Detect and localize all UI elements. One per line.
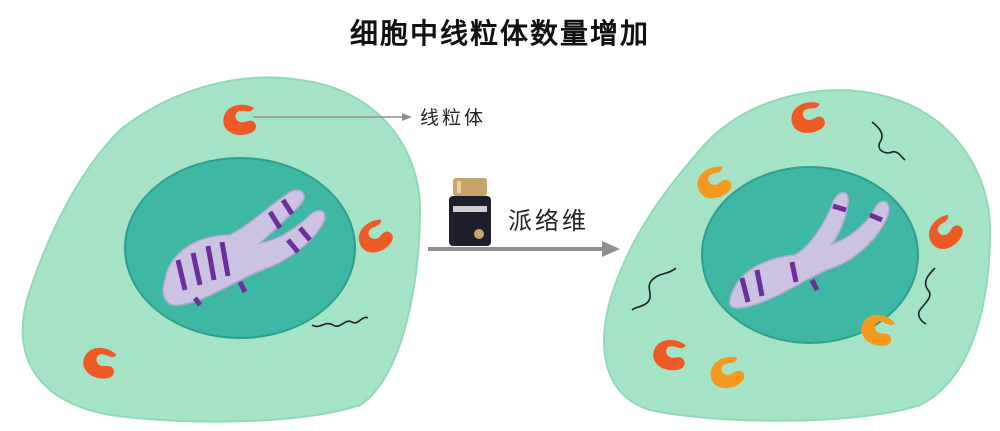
right-chromosome bbox=[728, 192, 890, 309]
treatment-arrow bbox=[428, 241, 620, 257]
right-squiggle-3 bbox=[917, 267, 936, 325]
left-chromosome bbox=[162, 189, 326, 307]
right-squiggle-2 bbox=[631, 267, 677, 311]
left-cell bbox=[21, 76, 422, 423]
right-squiggle-1 bbox=[871, 121, 906, 161]
supplement-bottle-icon bbox=[449, 178, 491, 246]
right-cell bbox=[603, 89, 992, 422]
left-squiggle bbox=[311, 316, 369, 328]
diagram-title: 细胞中线粒体数量增加 bbox=[349, 17, 650, 50]
treatment-label: 派络维 bbox=[508, 207, 589, 235]
mitochondria-pointer bbox=[253, 113, 412, 121]
mitochondria-label: 线粒体 bbox=[420, 107, 487, 129]
